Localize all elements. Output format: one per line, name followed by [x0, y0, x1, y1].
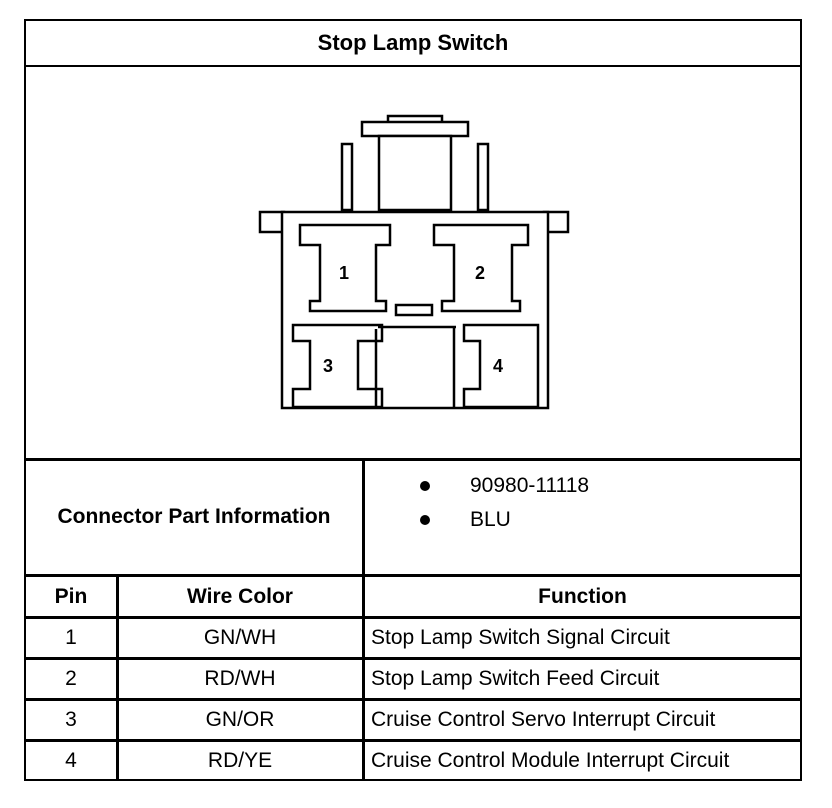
divider-row-1 — [26, 657, 800, 660]
divider-col-2 — [362, 577, 365, 779]
divider-title — [26, 65, 800, 67]
bullet-icon — [420, 481, 430, 491]
latch-crossbar — [360, 120, 470, 138]
divider-cpi — [26, 574, 800, 577]
connector-info-frame: Stop Lamp Switch — [24, 19, 802, 781]
bullet-icon — [420, 515, 430, 525]
table-row-3-pin: 3 — [65, 708, 77, 731]
page-title: Stop Lamp Switch — [317, 30, 509, 55]
divider-col-1 — [116, 577, 119, 779]
header-wire-color: Wire Color — [187, 585, 293, 608]
table-row-4-wire-color: RD/YE — [207, 748, 273, 772]
table-row-2-function: Stop Lamp Switch Feed Circuit — [371, 667, 660, 690]
latch-body — [377, 134, 453, 212]
right-post — [476, 142, 490, 212]
header-function: Function — [538, 585, 627, 608]
list-item: BLU — [366, 503, 796, 537]
connector-part-info-label: Connector Part Information — [57, 504, 331, 528]
list-item: 90980-11118 — [366, 469, 796, 503]
divider-cpi-vertical — [362, 459, 365, 576]
connector-face-diagram: 1 2 3 4 — [258, 114, 570, 410]
center-key-slot — [394, 303, 434, 317]
divider-diagram — [26, 458, 800, 461]
table-row-4-pin: 4 — [65, 748, 77, 772]
cavity-label-2: 2 — [475, 263, 485, 283]
cavity-1 — [298, 223, 392, 313]
cavity-2 — [432, 223, 530, 313]
cavity-3 — [291, 323, 384, 409]
cavity-label-4: 4 — [493, 356, 503, 376]
left-flange — [258, 210, 286, 234]
table-row-1-wire-color: GN/WH — [203, 626, 277, 649]
table-row-4-function: Cruise Control Module Interrupt Circuit — [371, 748, 730, 772]
divider-row-3 — [26, 739, 800, 742]
divider-row-header — [26, 616, 800, 619]
cavity-label-1: 1 — [339, 263, 349, 283]
table-row-2-wire-color: RD/WH — [204, 667, 276, 690]
table-row-2-pin: 2 — [65, 667, 77, 690]
header-pin: Pin — [54, 585, 88, 608]
center-keyway — [374, 325, 456, 409]
cavity-4 — [462, 323, 540, 409]
connector-part-info-list: 90980-11118 BLU — [366, 469, 796, 537]
connector-diagram-area: 1 2 3 4 — [26, 67, 800, 458]
left-post — [340, 142, 354, 212]
table-row-1-pin: 1 — [65, 626, 77, 649]
divider-row-2 — [26, 698, 800, 701]
table-row-3-function: Cruise Control Servo Interrupt Circuit — [371, 708, 716, 731]
table-row-1-function: Stop Lamp Switch Signal Circuit — [371, 626, 670, 649]
cavity-label-3: 3 — [323, 356, 333, 376]
table-row-3-wire-color: GN/OR — [205, 708, 275, 731]
